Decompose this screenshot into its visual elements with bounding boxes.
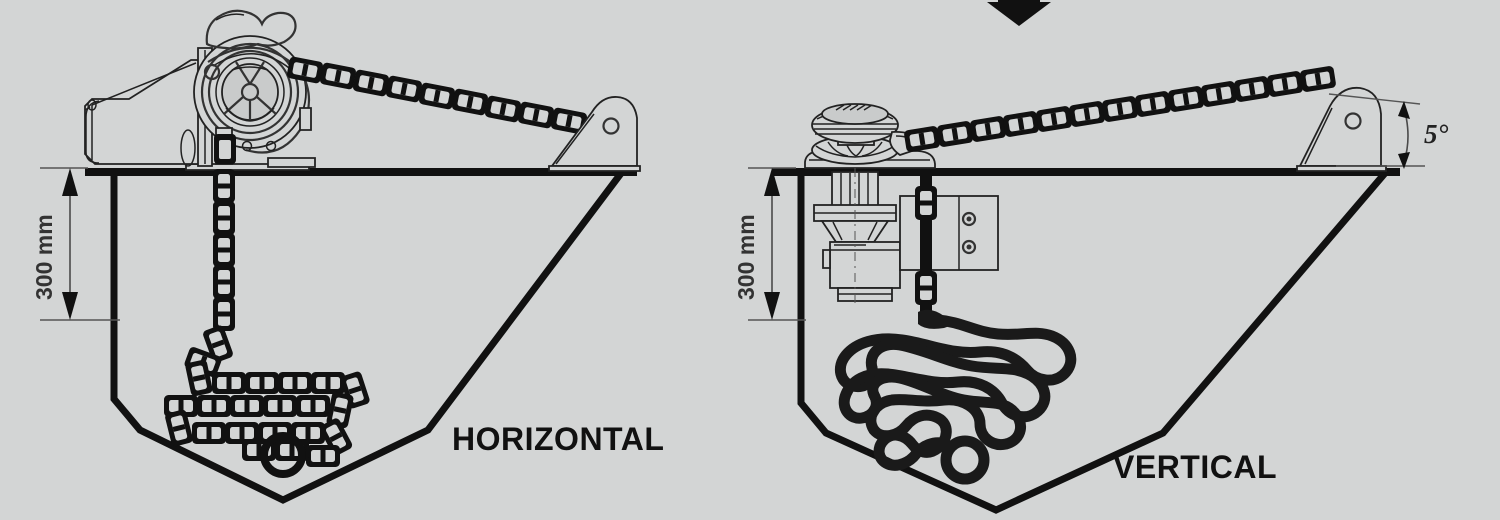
angle-5deg-annotation: 5° (1328, 93, 1449, 169)
horizontal-windlass (84, 9, 316, 171)
rope-pile-vertical (834, 314, 1077, 485)
dimension-label-vertical: 300 mm (733, 214, 759, 300)
bow-roller-vertical (1296, 86, 1387, 172)
vertical-windlass-below-deck (813, 168, 999, 304)
panel-vertical: 5° (733, 65, 1449, 514)
angle-label: 5° (1424, 119, 1449, 149)
label-vertical: VERTICAL (1113, 449, 1277, 485)
bow-roller-horizontal (548, 96, 641, 172)
panel-horizontal: 300 mm HORIZONTAL (31, 9, 664, 504)
hull-outline-vertical (797, 169, 1389, 514)
dimension-300mm-horizontal: 300 mm (31, 167, 120, 321)
arrow-down-icon (987, 0, 1051, 26)
vertical-capstan-above-deck (804, 103, 936, 169)
dimension-label-horizontal: 300 mm (31, 214, 57, 300)
hull-outline-horizontal (110, 169, 625, 504)
chain-above-deck-vertical (903, 65, 1337, 153)
chain-pile-horizontal (164, 359, 371, 478)
chain-fall-horizontal (183, 169, 235, 379)
dimension-300mm-vertical: 300 mm (733, 167, 806, 321)
chain-above-deck-horizontal (286, 55, 588, 136)
label-horizontal: HORIZONTAL (452, 421, 664, 457)
gypsy-spokes (223, 61, 277, 122)
